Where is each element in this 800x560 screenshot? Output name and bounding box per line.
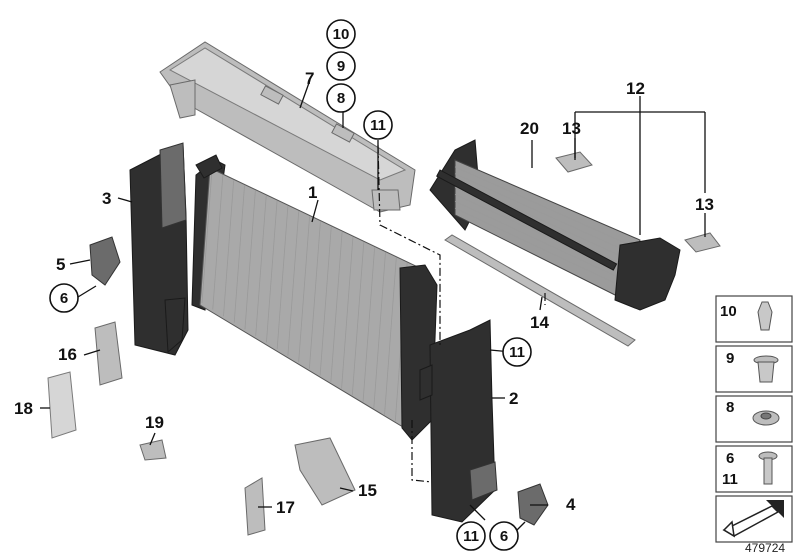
intercooler-rib <box>454 207 636 293</box>
radiator-fin <box>201 169 213 304</box>
part-17-deflector <box>244 477 266 536</box>
leader-lines <box>40 79 706 533</box>
label-1: 1 <box>308 183 317 202</box>
part-15-deflector <box>294 437 356 506</box>
label-17: 17 <box>276 498 295 517</box>
legend-label-11: 11 <box>722 471 738 488</box>
legend-label-8: 8 <box>726 399 734 416</box>
label-11b: 11 <box>509 344 525 361</box>
radiator-fin <box>330 231 343 382</box>
intercooler-rib <box>454 173 636 256</box>
label-14: 14 <box>530 313 549 332</box>
circle-8 <box>326 83 356 113</box>
assembly-lines <box>377 144 546 483</box>
part-12-intercooler <box>429 139 681 311</box>
screw-icon <box>758 451 778 485</box>
circle-11b <box>502 337 532 367</box>
part-7-upper-crossmember <box>159 41 416 213</box>
label-11a: 11 <box>370 117 386 134</box>
radiator-fin <box>384 257 397 415</box>
label-20: 20 <box>520 119 539 138</box>
expanding-nut-icon <box>753 355 779 383</box>
label-13a: 13 <box>562 119 581 138</box>
legend-label-9: 9 <box>726 350 734 367</box>
diagram-id: 479724 <box>745 541 785 555</box>
circle-6a <box>49 283 79 313</box>
part-2-right-air-duct <box>419 319 498 523</box>
circle-9 <box>326 51 356 81</box>
part-20-rod <box>436 169 618 271</box>
radiator-fin <box>341 237 354 389</box>
radiator-fin <box>373 252 386 409</box>
circle-6b <box>489 521 519 551</box>
part-19-clip <box>139 439 167 461</box>
label-18: 18 <box>14 399 33 418</box>
label-9: 9 <box>337 58 345 75</box>
radiator-fin <box>233 185 245 323</box>
radiator-fin <box>351 242 365 396</box>
intercooler-rib <box>454 166 636 248</box>
radiator-fin <box>244 190 256 330</box>
label-6b: 6 <box>500 528 508 545</box>
part-18-panel <box>47 371 77 439</box>
part-5-bracket <box>89 236 121 286</box>
grommet-icon <box>752 410 780 426</box>
legend-box-6-11 <box>715 445 793 493</box>
part-3-left-air-duct <box>129 142 189 356</box>
legend-label-10: 10 <box>720 303 737 320</box>
radiator-fin <box>362 247 376 402</box>
label-16: 16 <box>58 345 77 364</box>
label-13b: 13 <box>695 195 714 214</box>
radiator-fin <box>266 200 278 343</box>
radiator-fin <box>212 175 224 310</box>
label-6a: 6 <box>60 290 68 307</box>
part-13-bracket-b <box>684 232 721 253</box>
legend-panel: 10 9 8 6 11 479724 <box>715 295 793 555</box>
radiator-fin <box>298 216 310 363</box>
part-13-bracket-a <box>555 151 593 173</box>
label-15: 15 <box>358 481 377 500</box>
label-10: 10 <box>333 26 350 43</box>
legend-box-10 <box>715 295 793 343</box>
circle-11a <box>363 110 393 140</box>
intercooler-rib <box>454 200 636 286</box>
label-3: 3 <box>102 189 111 208</box>
radiator-fin <box>276 206 289 350</box>
callouts: 1 2 3 4 5 7 12 13 13 14 15 16 17 18 19 2… <box>14 19 714 551</box>
label-12: 12 <box>626 79 645 98</box>
radiator-fin <box>255 195 267 336</box>
label-2: 2 <box>509 389 518 408</box>
label-8: 8 <box>337 90 345 107</box>
part-16-panel <box>94 321 123 386</box>
label-5: 5 <box>56 255 65 274</box>
direction-arrow-icon <box>722 500 784 538</box>
legend-box-9 <box>715 345 793 393</box>
circle-11c <box>456 521 486 551</box>
plastic-clip-icon <box>757 301 773 331</box>
circle-10 <box>326 19 356 49</box>
legend-label-6: 6 <box>726 450 734 467</box>
radiator-fin <box>223 180 235 317</box>
label-7: 7 <box>305 69 314 88</box>
label-19: 19 <box>145 413 164 432</box>
radiator-fin <box>319 226 332 376</box>
radiator-fin <box>308 221 321 369</box>
part-14-seal <box>444 234 636 347</box>
label-11c: 11 <box>463 528 479 545</box>
label-4: 4 <box>566 495 576 514</box>
radiator-fin <box>287 211 300 356</box>
